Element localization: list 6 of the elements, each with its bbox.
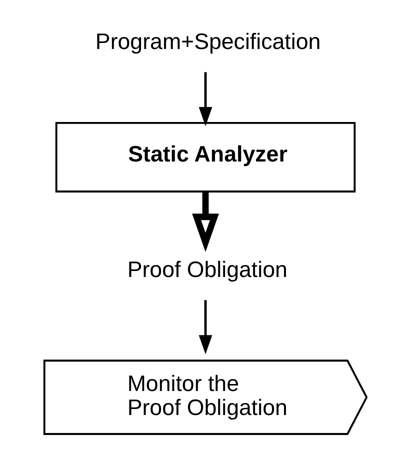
node-text: Program+Specification	[94, 29, 320, 54]
node-text: Proof Obligation	[126, 257, 287, 282]
arrow	[192, 192, 218, 252]
node-box: Static Analyzer	[54, 122, 356, 192]
arrow	[198, 72, 212, 126]
arrow	[198, 300, 212, 354]
